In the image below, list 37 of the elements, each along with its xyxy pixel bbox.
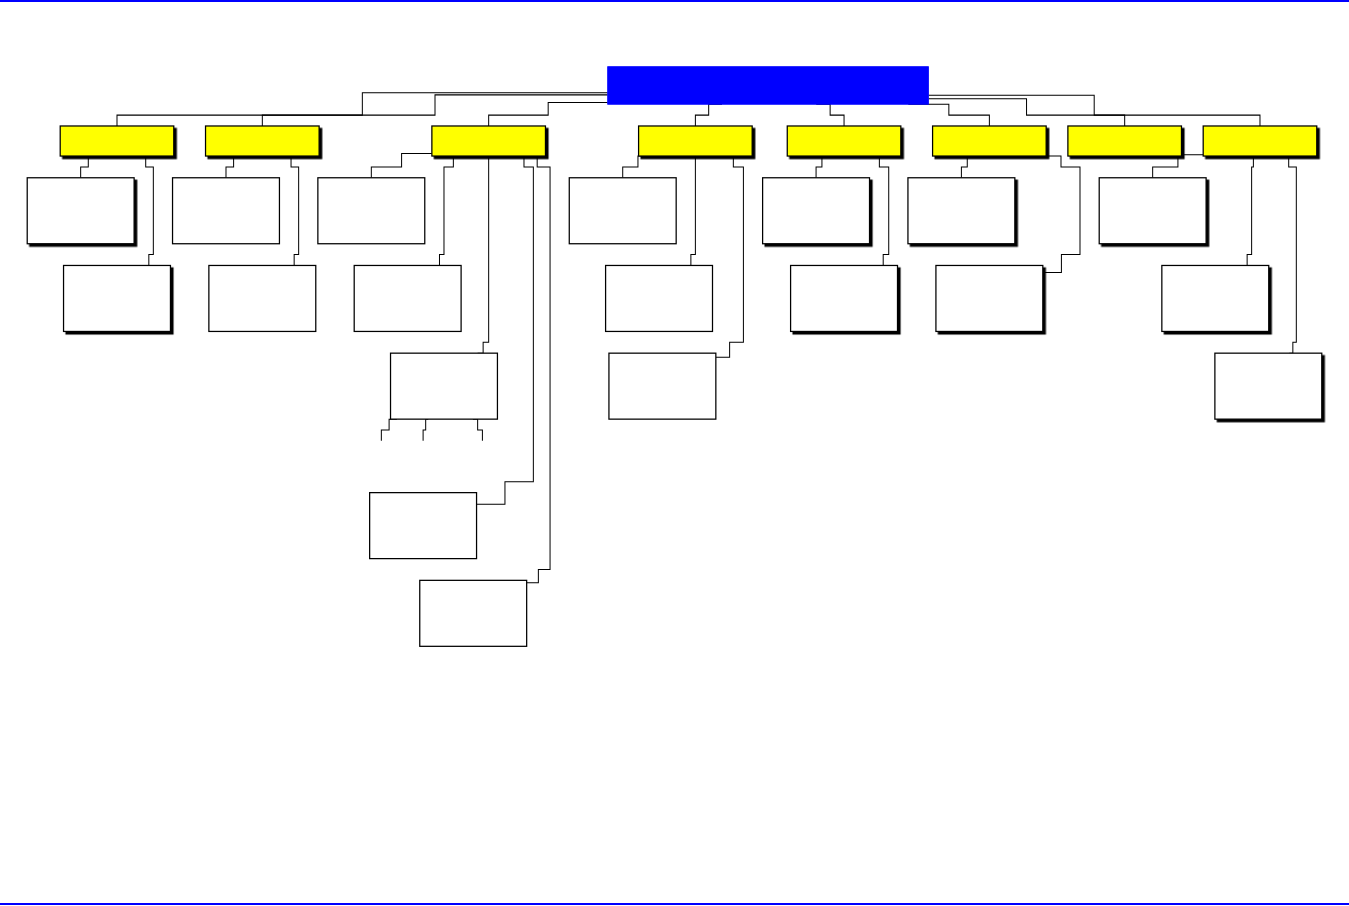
node-box xyxy=(789,264,899,333)
node-box xyxy=(637,125,753,157)
node-box xyxy=(608,352,717,420)
node-box xyxy=(786,125,902,157)
connector xyxy=(1152,154,1204,179)
node-box xyxy=(568,177,677,245)
connector xyxy=(927,98,1126,127)
node-box xyxy=(208,264,317,333)
node-box xyxy=(762,177,871,245)
node-box xyxy=(935,264,1044,333)
node-box xyxy=(62,264,172,333)
node-box xyxy=(389,352,499,420)
node-box xyxy=(171,177,281,245)
node-box xyxy=(431,125,547,157)
node-box xyxy=(1202,125,1318,157)
node-box xyxy=(907,177,1016,245)
connector xyxy=(476,155,534,505)
node-box xyxy=(607,66,929,105)
node-box xyxy=(419,579,528,647)
connector xyxy=(261,94,609,127)
node-box xyxy=(604,264,714,333)
node-box xyxy=(353,264,462,333)
connector xyxy=(927,94,1261,127)
node-box xyxy=(931,125,1047,157)
node-box xyxy=(26,177,135,245)
node-box xyxy=(369,492,478,560)
connector xyxy=(422,418,429,442)
node-box xyxy=(317,177,426,245)
node-box xyxy=(1098,177,1207,245)
node-box xyxy=(59,125,175,157)
node-box xyxy=(1067,125,1183,157)
connector xyxy=(116,92,609,127)
node-box xyxy=(204,125,320,157)
node-box xyxy=(1214,352,1323,420)
connector xyxy=(488,102,609,127)
connector xyxy=(715,155,744,358)
node-box xyxy=(1161,264,1270,333)
